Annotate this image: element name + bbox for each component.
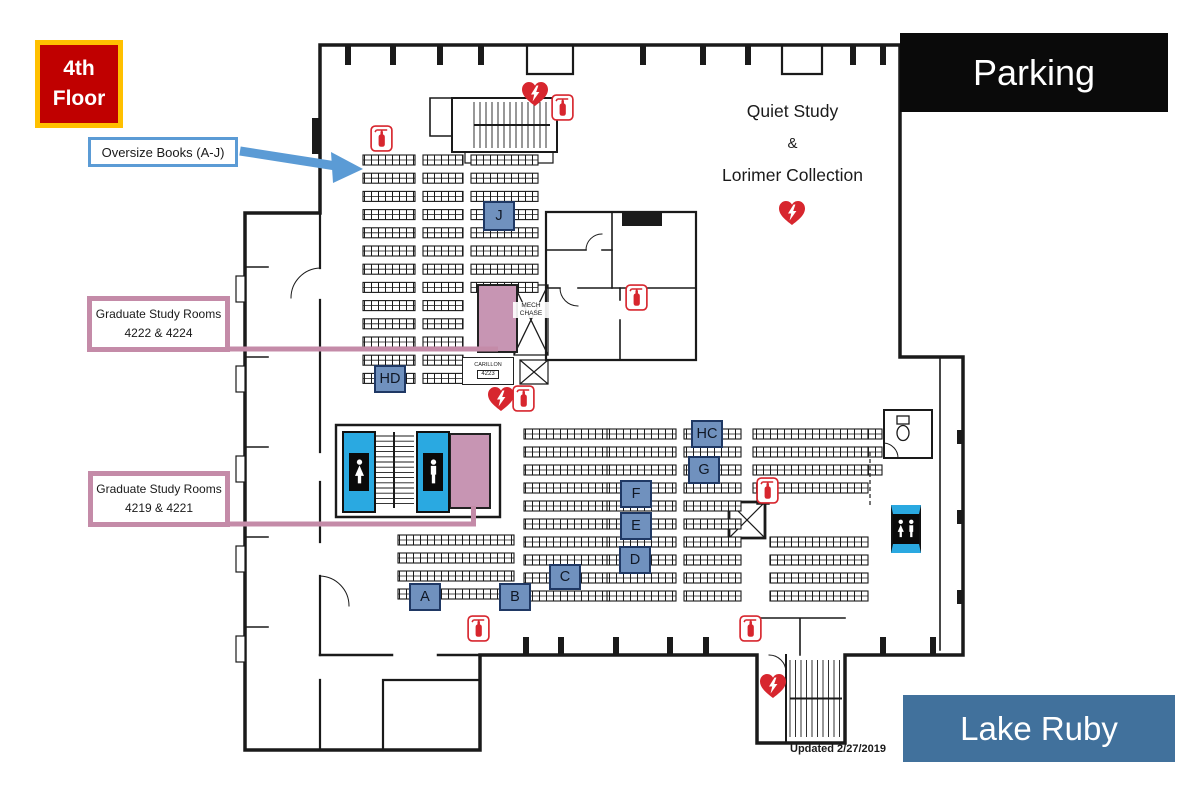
top-wall-bracket [780, 43, 824, 76]
door-arc [319, 575, 350, 607]
stack-marker-hc: HC [691, 420, 723, 448]
stack-marker-d: D [619, 546, 651, 574]
aed-heart-icon [777, 199, 807, 227]
south-stair-vestibule [756, 617, 846, 656]
wall-window-jogs [235, 275, 246, 663]
mech-chase-shaft [513, 284, 549, 356]
aed-heart-icon [520, 80, 550, 108]
stack-marker-hd: HD [374, 365, 406, 393]
fire-extinguisher-icon [512, 385, 535, 412]
north-stair-landing [464, 151, 554, 164]
door-arc [290, 267, 321, 299]
callout-oversize-books-text: Oversize Books (A-J) [101, 144, 225, 160]
stack-marker-f: F [620, 480, 652, 508]
plan-fixtures [225, 146, 910, 527]
carillon-number: 4223 [477, 369, 499, 379]
quiet-study-line3: Lorimer Collection [721, 165, 864, 185]
stack-marker-j: J [483, 201, 515, 231]
callout-grad-lower-line2: 4219 & 4221 [124, 501, 194, 515]
stack-marker-e: E [620, 512, 652, 540]
grad-study-room-4222-4224 [477, 284, 518, 353]
callout-grad-rooms-4222-4224: Graduate Study Rooms 4222 & 4224 [87, 296, 230, 352]
carillon-room: CARILLON 4223 [462, 357, 514, 385]
door-arc [883, 442, 899, 459]
callout-grad-rooms-4219-4221: Graduate Study Rooms 4219 & 4221 [88, 471, 230, 527]
updated-date: Updated 2/27/2019 [790, 743, 886, 755]
shaft-x [519, 359, 549, 385]
restroom-family-icon [897, 519, 913, 537]
stair-treads [374, 102, 842, 737]
floor-badge-line2: Floor [52, 87, 106, 110]
floor-badge: 4th Floor [35, 40, 123, 128]
callout-grad-lower-line1: Graduate Study Rooms [96, 481, 222, 496]
restroom-men-icon [423, 453, 443, 491]
aed-heart-icon [758, 672, 788, 700]
north-stair-vestibule [429, 97, 453, 137]
mech-chase-label: MECH CHASE [513, 302, 549, 318]
fire-extinguisher-icon [625, 284, 648, 311]
callout-grad-upper-line2: 4222 & 4224 [124, 326, 193, 340]
wall-columns [312, 45, 963, 655]
fire-extinguisher-icon [756, 477, 779, 504]
floor-badge-line1: 4th [63, 56, 95, 80]
quiet-study-line1: Quiet Study [746, 101, 839, 121]
restroom-men [416, 431, 450, 513]
west-wing-partition [244, 266, 269, 628]
quiet-study-line2: & [787, 135, 798, 152]
fire-extinguisher-icon [551, 94, 574, 121]
door-arc [585, 233, 603, 251]
fire-extinguisher-icon [370, 125, 393, 152]
restroom-women [342, 431, 376, 513]
blue-arrow-shaft [239, 146, 337, 171]
callout-connector-lower [225, 506, 476, 527]
door-arc [768, 654, 787, 673]
door-arc [559, 287, 579, 307]
callout-oversize-books: Oversize Books (A-J) [88, 137, 238, 167]
elevator-lobby-wall [334, 423, 502, 519]
fire-extinguisher-icon [739, 615, 762, 642]
stack-marker-a: A [409, 583, 441, 611]
stack-marker-c: C [549, 564, 581, 590]
parking-label: Parking [900, 33, 1168, 112]
aed-heart-icon [486, 385, 516, 413]
fire-extinguisher-icon [467, 615, 490, 642]
stack-marker-g: G [688, 456, 720, 484]
bottom-left-room-wall [381, 678, 482, 752]
lake-ruby-label: Lake Ruby [903, 695, 1175, 762]
top-wall-bracket [525, 43, 575, 76]
callout-grad-upper-line1: Graduate Study Rooms [95, 306, 222, 321]
single-restroom-wall [883, 409, 933, 459]
grad-study-room-4219-4221 [449, 433, 491, 509]
toilet-icon [896, 415, 910, 442]
restroom-women-icon [349, 453, 369, 491]
carillon-label: CARILLON [474, 362, 502, 369]
study-room-block-wall [544, 210, 698, 362]
stack-marker-b: B [499, 583, 531, 611]
blue-arrow-icon [331, 152, 363, 183]
quiet-study-label: Quiet Study & Lorimer Collection [690, 101, 895, 186]
restroom-family [891, 505, 921, 553]
